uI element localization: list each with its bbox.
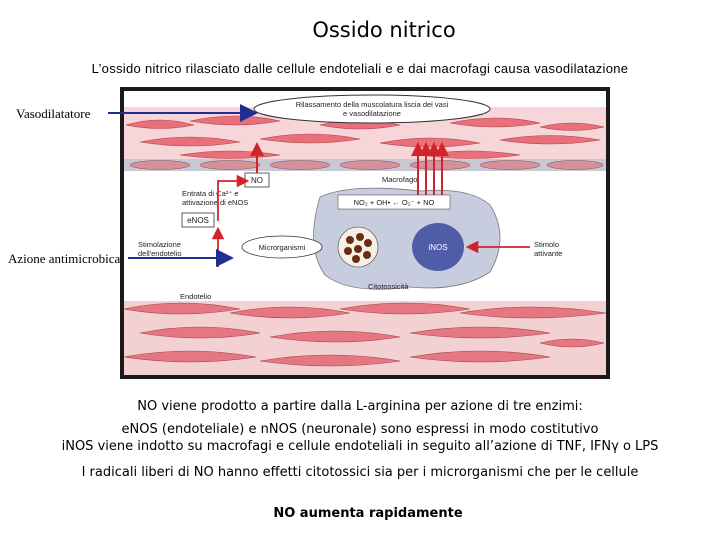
stimolo-text-1: Stimolo <box>534 240 559 249</box>
enos-box <box>181 212 215 228</box>
caption-line-2: eNOS (endoteliale) e nNOS (neuronale) so… <box>121 422 599 437</box>
endotelio-label: Endotelio <box>180 292 211 301</box>
inos-label: iNOS <box>428 243 447 252</box>
reaction-text: NO₂ + OH• ← O₂⁻ + NO <box>354 198 435 207</box>
caption-line-4: I radicali liberi di NO hanno effetti ci… <box>81 465 639 480</box>
microrganismi-bubble <box>241 235 323 259</box>
reaction-box <box>337 194 451 210</box>
label-azione-antimicrobica: Azione antimicrobica <box>8 251 121 266</box>
macrofago-label: Macrofago <box>382 175 417 184</box>
nitric-oxide-diagram: Rilassamento della muscolatura liscia de… <box>120 87 610 379</box>
enos-label: eNOS <box>187 216 209 225</box>
caption-line-5: NO aumenta rapidamente <box>273 506 463 521</box>
stimolazione-text-1: Stimolazione <box>138 240 181 249</box>
smooth-muscle-text-1: Rilassamento della muscolatura liscia de… <box>296 100 449 109</box>
caption-line-3: iNOS viene indotto su macrofagi e cellul… <box>61 439 659 454</box>
enos-to-no-arrow <box>217 174 250 221</box>
entrata-text-2: attivazione di eNOS <box>182 198 248 207</box>
smooth-muscle-text-2: e vasodilatazione <box>343 109 401 118</box>
microrganismi-label: Microrganismi <box>259 243 306 252</box>
inos-nucleus <box>412 223 464 271</box>
citotossicita-label: Citotossicità <box>368 282 409 291</box>
stimolazione-text-2: dell'endotelio <box>138 249 182 258</box>
entrata-text-1: Entrata di Ca²⁺ e <box>182 189 238 198</box>
label-vasodilatatore: Vasodilatatore <box>16 106 91 121</box>
endothelium-lower <box>123 301 607 375</box>
macrophage-no-arrows <box>411 142 449 195</box>
stimolo-text-2: attivante <box>534 249 562 258</box>
diagram-svg: Rilassamento della muscolatura liscia de… <box>123 91 607 375</box>
no-label: NO <box>251 176 263 185</box>
subtitle: L’ossido nitrico rilasciato dalle cellul… <box>91 61 629 76</box>
page-title: Ossido nitrico <box>312 18 456 42</box>
caption-line-1: NO viene prodotto a partire dalla L-argi… <box>137 399 583 414</box>
phagosome <box>337 226 379 268</box>
